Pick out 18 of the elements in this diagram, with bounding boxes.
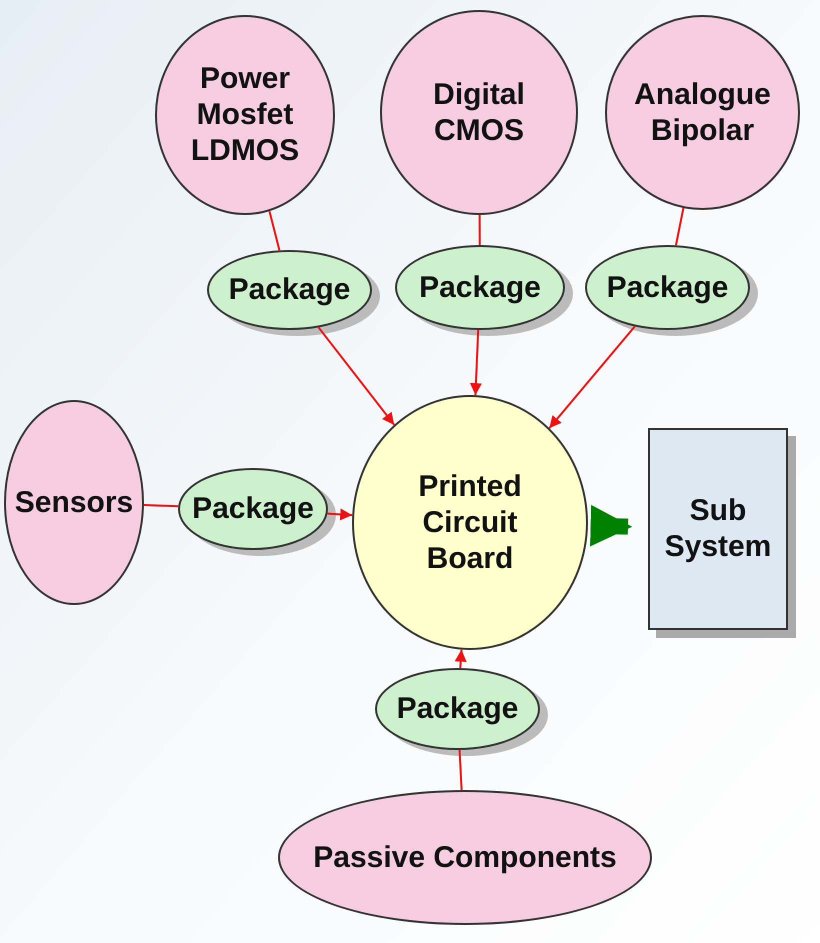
arrow — [318, 326, 395, 426]
node-label: Digital CMOS — [432, 76, 526, 148]
node-label: Analogue Bipolar — [633, 76, 772, 148]
node-label: Package — [228, 272, 350, 308]
arrow — [327, 508, 352, 520]
node-label: Printed Circuit Board — [417, 468, 523, 576]
arrow — [454, 650, 467, 668]
node-label: Package — [419, 270, 541, 306]
node-label: Sensors — [14, 484, 134, 520]
node-label: Package — [396, 691, 518, 727]
arrow — [548, 326, 636, 429]
node-label: Package — [192, 491, 314, 527]
node-label: Power Mosfet LDMOS — [190, 61, 300, 169]
block-arrow — [590, 504, 632, 546]
node-label: Passive Components — [313, 840, 617, 876]
arrow — [470, 330, 482, 396]
node-label: Package — [606, 270, 728, 306]
node-label: Sub System — [664, 493, 772, 565]
